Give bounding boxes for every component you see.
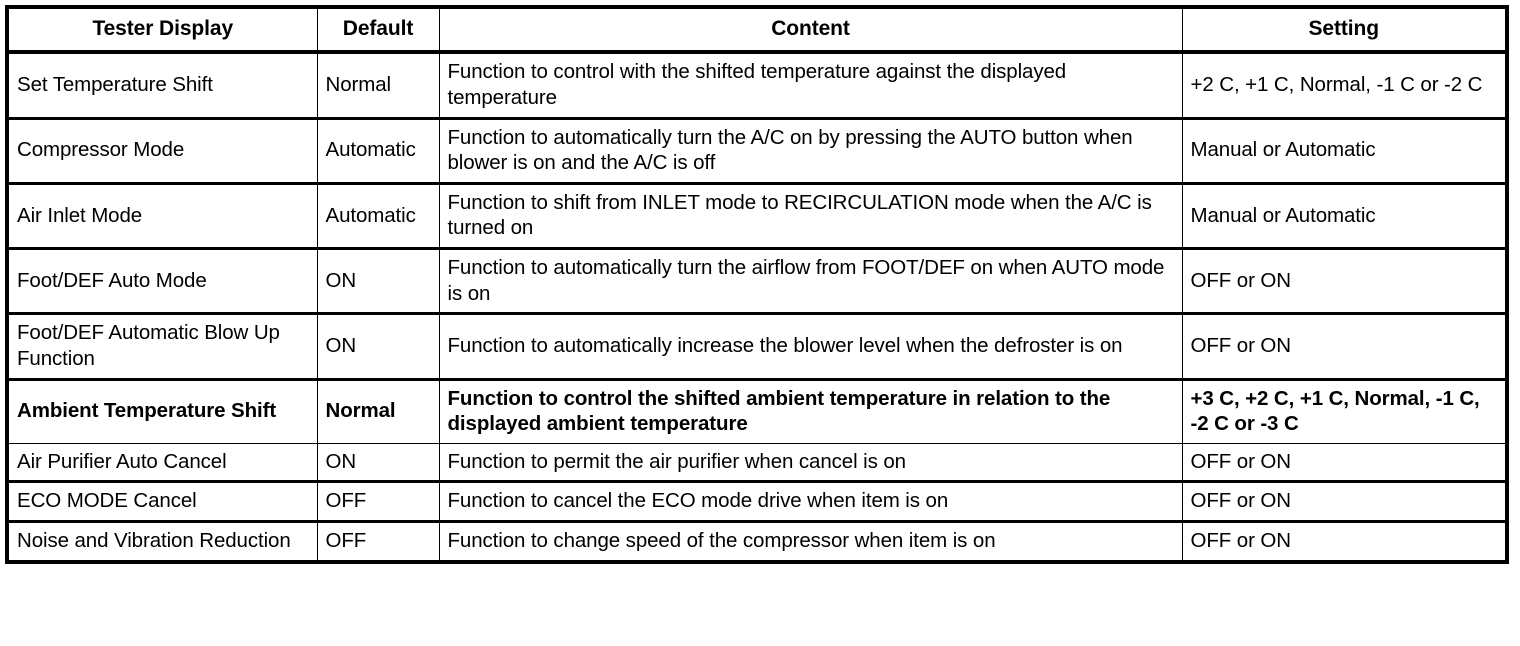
cell-text: Automatic [325, 203, 416, 227]
cell-text: Noise and Vibration Reduction [17, 529, 291, 552]
table-row: Foot/DEF Automatic Blow Up Function ON F… [6, 312, 1508, 380]
cell-content: Function to control the shifted ambient … [438, 377, 1183, 444]
column-header-content: Content [438, 6, 1183, 55]
cell-tester-display: Noise and Vibration Reduction [6, 519, 318, 563]
cell-default: OFF [316, 480, 440, 522]
cell-setting: OFF or ON [1181, 312, 1508, 380]
cell-content: Function to change speed of the compress… [438, 519, 1183, 563]
cell-content: Function to cancel the ECO mode drive wh… [438, 480, 1183, 522]
table-row: Compressor Mode Automatic Function to au… [6, 116, 1508, 184]
cell-content: Function to control with the shifted tem… [438, 51, 1183, 119]
cell-content: Function to automatically increase the b… [438, 312, 1183, 380]
cell-tester-display: Compressor Mode [6, 116, 318, 184]
cell-tester-display: ECO MODE Cancel [6, 480, 318, 522]
cell-default: OFF [316, 519, 440, 563]
cell-tester-display: Set Temperature Shift [6, 51, 318, 119]
cell-setting: OFF or ON [1181, 519, 1508, 563]
table-row: Air Purifier Auto Cancel ON Function to … [6, 442, 1508, 483]
table-row: Ambient Temperature Shift Normal Functio… [6, 377, 1508, 444]
cell-content: Function to shift from INLET mode to REC… [438, 181, 1183, 250]
table-header-row: Tester Display Default Content Setting [6, 6, 1508, 55]
column-header-setting: Setting [1181, 6, 1508, 55]
cell-text: OFF or ON [1190, 449, 1292, 473]
cell-setting: OFF or ON [1181, 246, 1508, 315]
cell-text: +2 C, +1 C, Normal, -1 C or -2 C [1190, 73, 1483, 97]
cell-text: Compressor Mode [17, 138, 185, 162]
cell-text: Ambient Temperature Shift [17, 399, 277, 423]
column-header-default: Default [316, 6, 440, 55]
cell-text: Function to cancel the ECO mode drive wh… [447, 489, 949, 513]
cell-text: Air Purifier Auto Cancel [17, 449, 227, 473]
cell-text: Function to automatically turn the airfl… [447, 256, 1165, 305]
cell-content: Function to permit the air purifier when… [438, 442, 1183, 483]
table-row: Foot/DEF Auto Mode ON Function to automa… [6, 246, 1508, 315]
cell-tester-display: Air Purifier Auto Cancel [6, 442, 318, 483]
cell-default: ON [316, 312, 440, 380]
cell-setting: Manual or Automatic [1181, 181, 1508, 250]
cell-tester-display: Ambient Temperature Shift [6, 377, 318, 444]
cell-text: OFF or ON [1190, 334, 1292, 358]
cell-setting: Manual or Automatic [1181, 116, 1508, 184]
table-row: Noise and Vibration Reduction OFF Functi… [6, 519, 1508, 563]
cell-text: OFF [325, 489, 367, 513]
cell-text: ECO MODE Cancel [17, 489, 197, 513]
cell-tester-display: Foot/DEF Automatic Blow Up Function [6, 312, 318, 380]
cell-text: Air Inlet Mode [17, 203, 143, 227]
cell-text: ON [325, 268, 357, 292]
cell-setting: +2 C, +1 C, Normal, -1 C or -2 C [1181, 51, 1508, 119]
cell-content: Function to automatically turn the airfl… [438, 246, 1183, 315]
cell-text: +3 C, +2 C, +1 C, Normal, -1 C, -2 C or … [1190, 386, 1480, 436]
cell-text: Function to automatically turn the A/C o… [447, 125, 1133, 175]
cell-default: Normal [316, 51, 440, 119]
cell-content: Function to automatically turn the A/C o… [438, 116, 1183, 184]
cell-text: Normal [325, 399, 396, 423]
cell-text: Function to change speed of the compress… [447, 529, 996, 552]
cell-text: Function to control with the shifted tem… [447, 60, 1067, 109]
cell-text: Function to automatically increase the b… [447, 334, 1123, 358]
cell-text: ON [325, 449, 357, 473]
cell-text: Normal [325, 73, 392, 97]
cell-text: Function to control the shifted ambient … [447, 386, 1111, 436]
cell-text: Foot/DEF Auto Mode [17, 268, 207, 292]
cell-default: Normal [316, 377, 440, 444]
table-row: Set Temperature Shift Normal Function to… [6, 51, 1508, 119]
cell-text: Manual or Automatic [1190, 138, 1376, 162]
cell-default: ON [316, 246, 440, 315]
table-header: Tester Display Default Content Setting [6, 6, 1508, 55]
cell-text: Function to permit the air purifier when… [447, 449, 907, 473]
cell-text: OFF or ON [1190, 268, 1292, 292]
cell-setting: +3 C, +2 C, +1 C, Normal, -1 C, -2 C or … [1181, 377, 1508, 444]
tester-display-settings-table: Tester Display Default Content Setting S… [5, 5, 1509, 564]
cell-text: Automatic [325, 138, 416, 162]
cell-text: Manual or Automatic [1190, 203, 1376, 227]
cell-text: ON [325, 334, 357, 358]
cell-tester-display: Foot/DEF Auto Mode [6, 246, 318, 315]
cell-default: Automatic [316, 116, 440, 184]
cell-default: Automatic [316, 181, 440, 250]
cell-setting: OFF or ON [1181, 442, 1508, 483]
cell-text: OFF or ON [1190, 489, 1292, 513]
cell-text: Foot/DEF Automatic Blow Up Function [17, 321, 280, 370]
cell-text: Function to shift from INLET mode to REC… [447, 190, 1152, 240]
cell-text: Set Temperature Shift [17, 73, 213, 97]
cell-setting: OFF or ON [1181, 480, 1508, 522]
cell-text: OFF or ON [1190, 529, 1292, 552]
column-header-tester-display: Tester Display [6, 6, 318, 55]
table-row: ECO MODE Cancel OFF Function to cancel t… [6, 480, 1508, 522]
cell-default: ON [316, 442, 440, 483]
cell-text: OFF [325, 529, 367, 552]
table-row: Air Inlet Mode Automatic Function to shi… [6, 181, 1508, 250]
table-body: Set Temperature Shift Normal Function to… [6, 51, 1508, 563]
cell-tester-display: Air Inlet Mode [6, 181, 318, 250]
